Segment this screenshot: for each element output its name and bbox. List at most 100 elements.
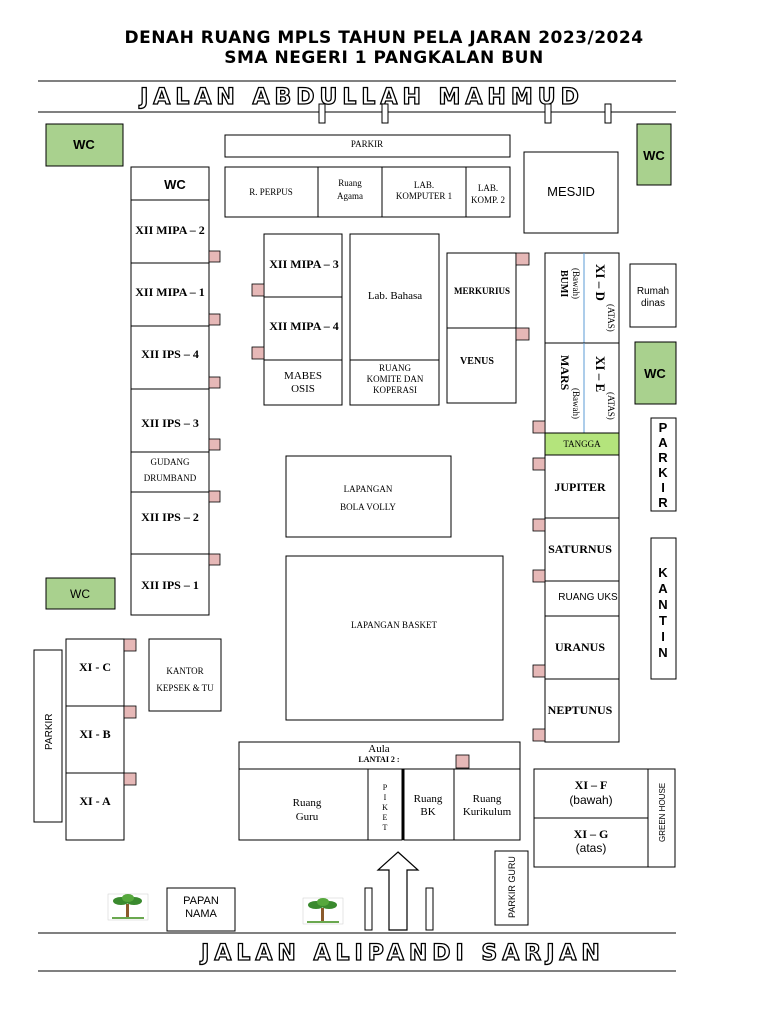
parkir-guru-label: PARKIR GURU: [507, 856, 517, 918]
room-xii-mipa-2: [130, 199, 210, 264]
entrance-arrow-icon: [376, 851, 420, 931]
lab2-label-1: LAB.: [478, 183, 498, 193]
ruang-uks: [544, 580, 620, 617]
room-xii-mipa-1: [130, 262, 210, 327]
mabes-label-2: OSIS: [291, 383, 315, 395]
ruang-guru: [238, 768, 369, 841]
door: [532, 420, 546, 434]
room-xii-mipa-4: [263, 296, 343, 361]
xii-ips-1-label: XII IPS – 1: [141, 578, 199, 592]
jupiter-label: JUPITER: [554, 480, 606, 494]
gate-post: [425, 887, 434, 931]
venus-label: VENUS: [460, 356, 494, 367]
kurikulum-label-2: Kurikulum: [463, 806, 512, 818]
lantai2-label: LANTAI 2 :: [358, 755, 399, 764]
door: [455, 754, 470, 769]
kantin: [650, 537, 677, 680]
parkir-left: [33, 649, 63, 823]
room-gudang-drumband: [130, 451, 210, 493]
tree-icon: [107, 893, 149, 921]
kantin-letter: N: [658, 597, 667, 612]
road-top-label: JALAN ABDULLAH MAHMUD: [138, 85, 584, 110]
room-neptunus: [544, 678, 620, 743]
room-venus: [446, 327, 517, 404]
door: [515, 327, 530, 341]
xii-ips-2-label: XII IPS – 2: [141, 510, 199, 524]
papan-label-1: PAPAN: [183, 895, 219, 907]
parkir-left-label: PARKIR: [44, 714, 55, 751]
rumah-label-1: Rumah: [637, 286, 669, 297]
door: [251, 346, 265, 360]
door: [532, 569, 546, 583]
piket-letter: P: [383, 783, 388, 792]
room-mars-xi-e: [544, 342, 620, 434]
room-komite-koperasi: [349, 359, 440, 406]
door: [532, 518, 546, 532]
door: [532, 457, 546, 471]
room-xii-ips-4: [130, 325, 210, 390]
kantor-kepsek-tu: [148, 638, 222, 712]
xii-mipa-3-label: XII MIPA – 3: [269, 257, 338, 271]
mabes-label-1: MABES: [284, 370, 322, 382]
papan-nama: [166, 887, 236, 932]
kantin-letter: T: [659, 613, 667, 628]
title-line-1: DENAH RUANG MPLS TAHUN PELA JARAN 2023/2…: [124, 28, 643, 48]
bk-label-1: Ruang: [414, 793, 443, 805]
komite-label-2: KOMITE DAN: [367, 374, 424, 384]
door: [208, 553, 221, 566]
neptunus-label: NEPTUNUS: [548, 703, 613, 717]
door: [208, 438, 221, 451]
uranus-label: URANUS: [555, 640, 605, 654]
gate-post: [381, 103, 389, 124]
perpus-label: R. PERPUS: [249, 187, 293, 197]
kantin-letter: I: [661, 629, 665, 644]
basket-label: LAPANGAN BASKET: [351, 620, 437, 630]
ruang-kurikulum: [453, 768, 521, 841]
mars-label: MARS: [558, 355, 572, 391]
mesjid-label: MESJID: [547, 184, 595, 199]
agama-label-1: Ruang: [338, 178, 362, 188]
room-xii-mipa-3: [263, 233, 343, 298]
bumi-sub-label: (Bawah): [571, 268, 581, 299]
xi-d-sub-label: (ATAS): [606, 304, 616, 332]
xi-e-sub-label: (ATAS): [606, 392, 616, 420]
title-line-2: SMA NEGERI 1 PANGKALAN BUN: [224, 48, 543, 68]
parkir-guru: [494, 850, 529, 926]
wc-label: WC: [164, 177, 186, 192]
xii-mipa-4-label: XII MIPA – 4: [269, 319, 338, 333]
room-lab-komputer-1: [381, 166, 467, 218]
guru-label-2: Guru: [296, 811, 319, 823]
door: [208, 250, 221, 263]
xii-mipa-2-label: XII MIPA – 2: [135, 223, 204, 237]
parkir-letter: A: [658, 435, 668, 450]
room-xi-a: [65, 772, 125, 841]
xi-c-label: XI - C: [79, 660, 111, 674]
ruang-bk: [403, 768, 455, 841]
room-uranus: [544, 615, 620, 680]
tangga-label: TANGGA: [563, 439, 601, 449]
aula-label: Aula: [368, 743, 390, 755]
door: [532, 728, 546, 742]
wc-label: WC: [643, 148, 665, 163]
xi-g-sub-label: (atas): [576, 841, 607, 855]
kantor-label-1: KANTOR: [166, 666, 203, 676]
voli-label-2: BOLA VOLLY: [340, 502, 396, 512]
rumah-label-2: dinas: [641, 298, 665, 309]
wc-top-left: [45, 123, 124, 167]
wc-top-right: [636, 123, 672, 186]
room-xii-ips-3: [130, 388, 210, 453]
bumi-label: BUMI: [558, 270, 569, 297]
lab1-label-2: KOMPUTER 1: [396, 191, 452, 201]
aula: [238, 741, 521, 770]
room-jupiter: [544, 454, 620, 519]
xii-ips-4-label: XII IPS – 4: [141, 347, 199, 361]
room-xii-ips-1: [130, 553, 210, 616]
xi-d-label: XI – D: [593, 264, 608, 301]
lab-bahasa: [349, 233, 440, 361]
parkir-letter: K: [658, 465, 668, 480]
door: [251, 283, 265, 297]
kantin-letter: N: [658, 645, 667, 660]
